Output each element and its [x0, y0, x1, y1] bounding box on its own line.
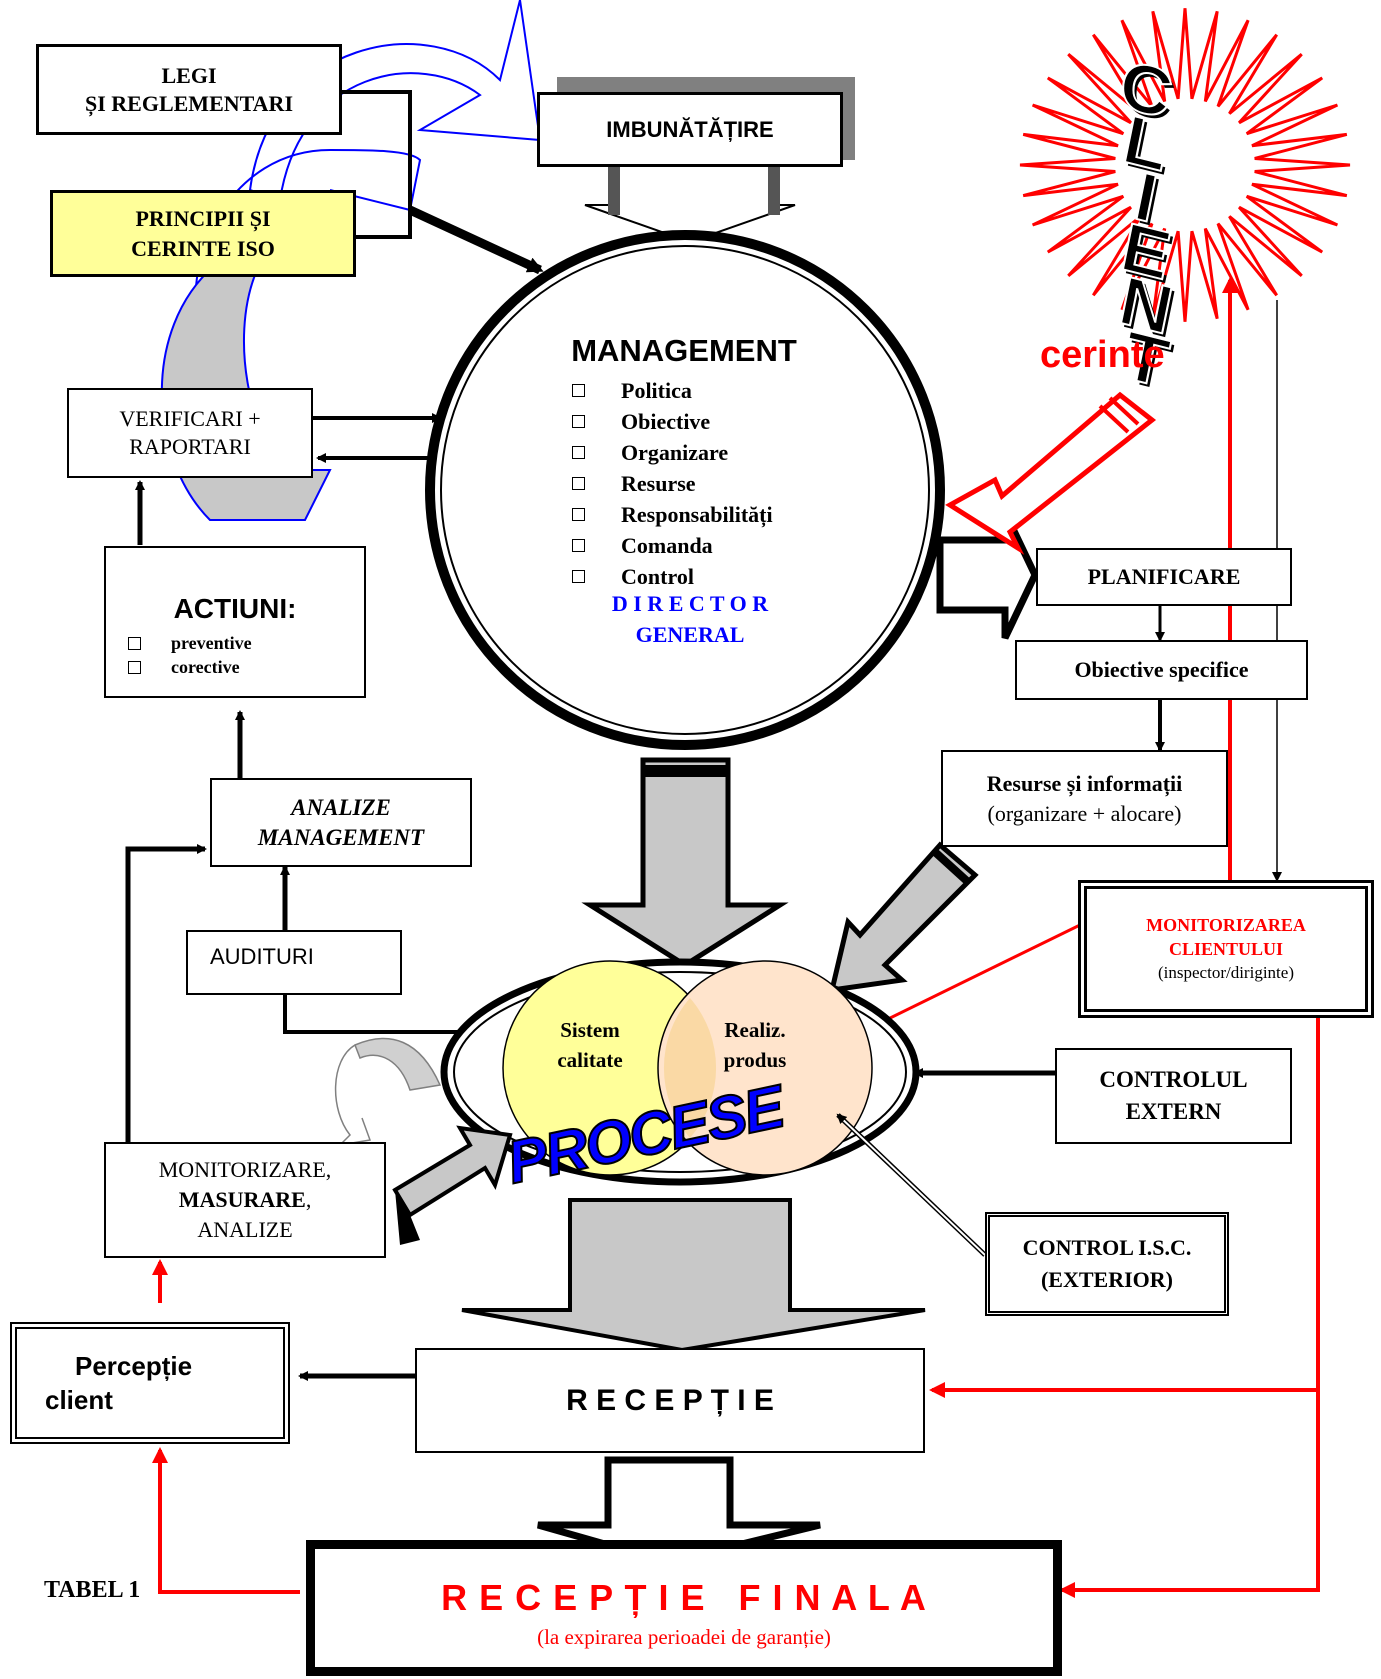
monitorizare-box: MONITORIZARE, MASURARE, ANALIZE — [104, 1142, 386, 1258]
control-isc-to-procese-arrow — [836, 1113, 986, 1256]
imbunatatire-arrow-shadow-r — [768, 165, 780, 215]
audituri-box: AUDITURI — [186, 930, 402, 995]
verificari-line-2: RAPORTARI — [129, 434, 251, 459]
realizare-produs-circle — [657, 960, 873, 1176]
monitorizarea-line-3: (inspector/diriginte) — [1158, 963, 1294, 982]
control-isc-line-1: CONTROL I.S.C. — [1022, 1235, 1192, 1260]
management-title: MANAGEMENT — [571, 333, 797, 368]
starburst-shape — [1019, 8, 1351, 322]
monitorizarea-clientului-box: MONITORIZAREA CLIENTULUI (inspector/diri… — [1078, 880, 1374, 1018]
perceptie-line-2: client — [45, 1385, 113, 1415]
receptie-box: R E C E P Ț I E — [415, 1348, 925, 1453]
actiuni-list: preventive corective — [128, 631, 252, 679]
receptie-finala-to-perceptie-red — [152, 1447, 300, 1594]
principii-line-2: CERINTE ISO — [131, 235, 275, 261]
procese-feedback-curved-arrow — [354, 1037, 442, 1091]
checkbox-icon — [128, 636, 141, 650]
management-item: Responsabilități — [572, 499, 773, 530]
monitorizarea-to-receptie-finala-red — [1059, 1390, 1320, 1598]
obiective-specifice-label: Obiective specifice — [1074, 657, 1249, 682]
controlul-extern-box: CONTROLUL EXTERN — [1055, 1048, 1292, 1144]
checkbox-icon — [572, 539, 585, 552]
imbunatatire-box: IMBUNĂTĂȚIRE — [537, 92, 843, 167]
management-item: Comanda — [572, 530, 773, 561]
client-requirements-pencil-arrow — [945, 391, 1157, 555]
legi-connector — [337, 90, 412, 239]
verificari-line-1: VERIFICARI + — [119, 406, 261, 431]
management-item: Control — [572, 561, 773, 592]
audituri-label: AUDITURI — [210, 944, 314, 969]
controlul-extern-line-2: EXTERN — [1125, 1099, 1222, 1124]
imbunatatire-label: IMBUNĂTĂȚIRE — [606, 116, 774, 142]
monitorizare-line-2: MASURARE, — [178, 1187, 312, 1212]
receptie-finala-label: R E C E P Ț I E F I N A L A — [441, 1577, 927, 1618]
obiective-specifice-box: Obiective specifice — [1015, 640, 1308, 700]
checkbox-icon — [572, 446, 585, 459]
management-circle — [425, 230, 945, 750]
perceptie-line-1: Percepție — [75, 1351, 193, 1381]
management-to-procese-arrow — [581, 757, 789, 968]
planificare-box: PLANIFICARE — [1036, 548, 1292, 606]
legi-line-2: ȘI REGLEMENTARI — [84, 90, 294, 116]
management-item: Obiective — [572, 406, 773, 437]
planificare-label: PLANIFICARE — [1087, 564, 1241, 589]
client-cerinte: cerinte — [1040, 334, 1165, 376]
analize-line-1: ANALIZE — [291, 794, 391, 820]
analize-line-2: MANAGEMENT — [257, 824, 425, 850]
imbunatatire-arrow-shadow-l — [608, 165, 620, 215]
resurse-to-procese-arrow — [828, 841, 979, 993]
management-list: Politica Obiective Organizare Resurse Re… — [572, 375, 773, 592]
checkbox-icon — [572, 384, 585, 397]
client-starburst — [1019, 8, 1351, 322]
principii-line-1: PRINCIPII ȘI — [135, 205, 271, 231]
verificari-box: VERIFICARI + RAPORTARI — [67, 388, 313, 478]
sistem-calitate-label: Sistem calitate — [557, 1018, 623, 1072]
actiuni-title: ACTIUNI: — [173, 593, 297, 624]
management-item: Resurse — [572, 468, 773, 499]
perceptie-box: Percepție client — [10, 1322, 290, 1444]
director-line-1: D I R E C T O R — [611, 591, 769, 616]
receptie-finala-box: R E C E P Ț I E F I N A L A (la expirare… — [306, 1540, 1062, 1676]
legi-line-1: LEGI — [161, 62, 217, 88]
audituri-to-procese-line — [283, 995, 472, 1037]
procese-to-receptie-arrow — [461, 1198, 926, 1353]
resurse-box: Resurse și informații (organizare + aloc… — [941, 750, 1228, 847]
checkbox-icon — [572, 477, 585, 490]
checkbox-icon — [572, 570, 585, 583]
monitorizare-to-procese-arrow — [392, 1125, 513, 1218]
monitorizare-to-analize-line — [125, 844, 207, 1142]
monitorizarea-line-1: MONITORIZAREA — [1146, 915, 1306, 935]
checkbox-icon — [128, 660, 141, 674]
checkbox-icon — [572, 508, 585, 521]
management-item: Politica — [572, 375, 773, 406]
monitorizare-line-3: ANALIZE — [197, 1217, 293, 1242]
receptie-label: R E C E P Ț I E — [566, 1383, 774, 1417]
monitorizarea-line-2: CLIENTULUI — [1168, 939, 1284, 959]
resurse-line-1: Resurse și informații — [986, 770, 1183, 796]
rules-to-management-arrow — [408, 205, 544, 275]
monitorizare-line-1: MONITORIZARE, — [158, 1157, 332, 1182]
director-line-2: GENERAL — [635, 622, 745, 647]
principii-box: PRINCIPII ȘI CERINTE ISO — [50, 190, 356, 277]
resurse-line-2: (organizare + alocare) — [987, 800, 1182, 826]
checkbox-icon — [572, 415, 585, 428]
realizare-produs-label: Realiz. produs — [723, 1018, 787, 1072]
control-isc-box: CONTROL I.S.C. (EXTERIOR) — [985, 1212, 1229, 1316]
receptie-finala-subtitle: (la expirarea perioadei de garanție) — [537, 1625, 831, 1649]
legi-box: LEGI ȘI REGLEMENTARI — [36, 44, 342, 135]
management-item: Organizare — [572, 437, 773, 468]
control-isc-line-2: (EXTERIOR) — [1040, 1267, 1173, 1292]
actiuni-item: corective — [128, 655, 252, 679]
controlul-extern-line-1: CONTROLUL — [1099, 1067, 1248, 1092]
actiuni-item: preventive — [128, 631, 252, 655]
tabel-label: TABEL 1 — [44, 1577, 141, 1603]
actiuni-box: ACTIUNI: preventive corective — [104, 546, 366, 698]
analize-box: ANALIZE MANAGEMENT — [210, 778, 472, 867]
